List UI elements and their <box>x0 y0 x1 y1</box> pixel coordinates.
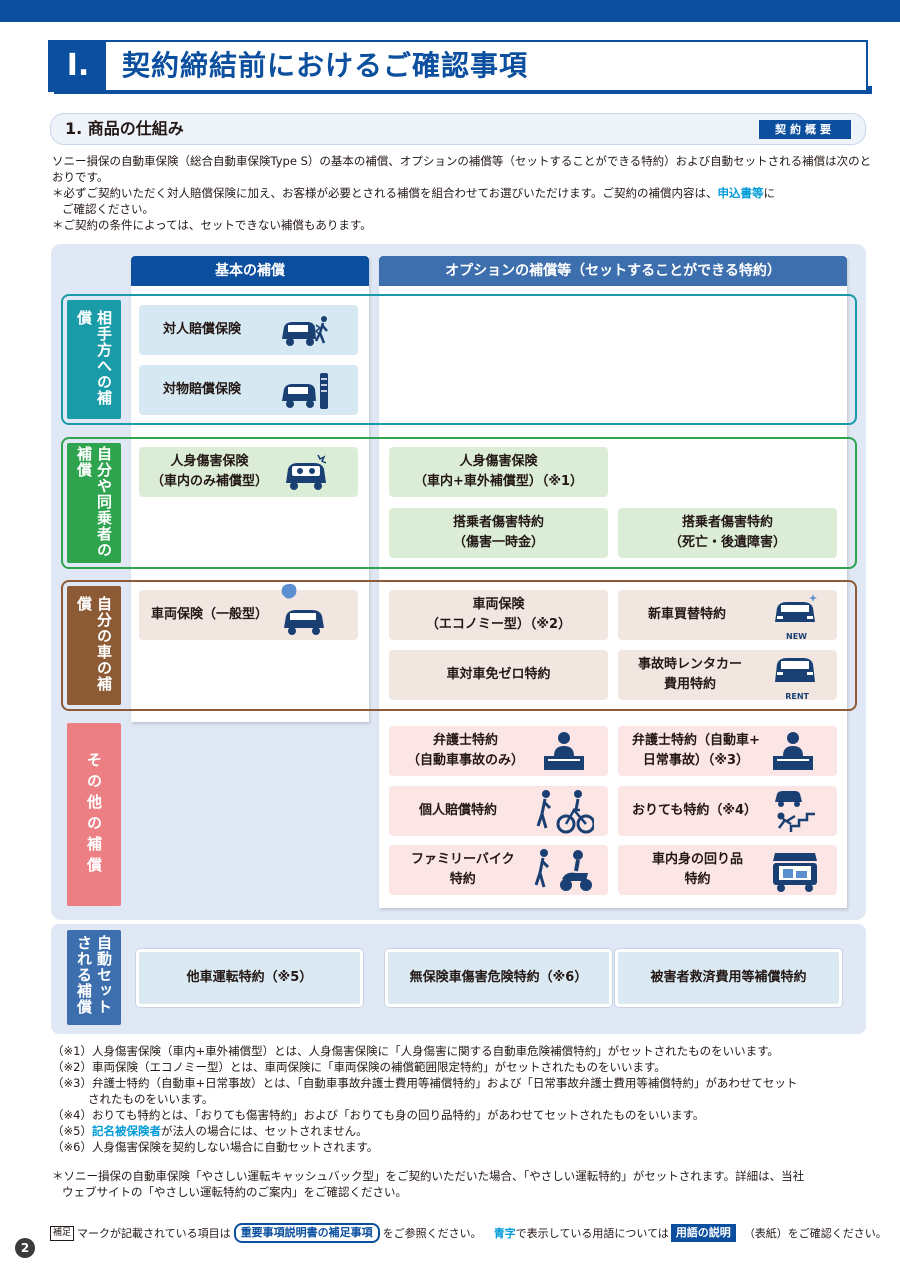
intro-line-4: ＊ご契約の条件によっては、セットできない補償もあります。 <box>52 218 372 232</box>
footnotes: （※1）人身傷害保険（車内+車外補償型）とは、人身傷害保険に「人身傷害に関する自… <box>52 1043 872 1155</box>
footnote-5: （※5）記名被保険者が法人の場合には、セットされません。 <box>52 1124 368 1138</box>
box-bengoshi-car: 弁護士特約 （自動車事故のみ） <box>389 726 608 776</box>
intro-text: ソニー損保の自動車保険（総合自動車保険Type S）の基本の補償、オプションの補… <box>52 153 872 233</box>
section-number: I. <box>50 42 106 90</box>
page-number: 2 <box>15 1238 35 1258</box>
footnote-4: （※4）おりても特約とは、「おりても傷害特約」および「おりても身の回り品特約」が… <box>52 1108 705 1122</box>
section-title: I. 契約締結前におけるご確認事項 <box>48 40 868 92</box>
kimei-hihokensha-link[interactable]: 記名被保険者 <box>91 1124 161 1138</box>
rent-car-icon <box>775 658 815 682</box>
lawyer-icon <box>544 732 584 770</box>
top-bar <box>0 0 900 22</box>
box-bengoshi-all: 弁護士特約（自動車+ 日常事故）（※3） <box>618 726 837 776</box>
box-shanai: 車内身の回り品 特約 <box>618 845 837 895</box>
box-oritemo: おりても特約（※4） <box>618 786 837 836</box>
box-tojo-death: 搭乗者傷害特約 （死亡・後遺障害） <box>618 508 837 558</box>
box-menseki: 車対車免ゼロ特約 <box>389 650 608 700</box>
car-trunk-icon <box>773 853 817 892</box>
rent-label: RENT <box>785 692 809 701</box>
lawyer-icon-2 <box>773 732 813 770</box>
box-shinsha: 新車買替特約 NEW <box>618 590 837 641</box>
hosoku-jiko-ref[interactable]: 重要事項説明書の補足事項 <box>233 1223 380 1243</box>
label-other: その他の補償 <box>67 723 121 906</box>
intro-line-2: ＊必ずご契約いただく対人賠償保険に加え、お客様が必要とされる補償を組合わせてお選… <box>52 186 775 200</box>
label-car: 自分の車の補償 <box>67 586 121 705</box>
box-sharyo-general: 車両保険（一般型） <box>139 584 358 640</box>
intro-line-3: ご確認ください。 <box>62 202 154 216</box>
hosoku-mark: 補足 <box>50 1225 75 1241</box>
section-title-text: 契約締結前におけるご確認事項 <box>122 49 529 82</box>
group-third-party <box>61 294 857 425</box>
label-auto: 自動セットされる補償 <box>67 930 121 1025</box>
car-rock-icon <box>281 584 324 635</box>
subsection-title-text: 1. 商品の仕組み <box>65 119 184 138</box>
footnote-3: （※3）弁護士特約（自動車+日常事故）とは、「自動車事故弁護士費用等補償特約」お… <box>52 1076 798 1090</box>
yougo-setsumei-ref[interactable]: 用語の説明 <box>670 1224 736 1242</box>
yasashii-note-a: ＊ソニー損保の自動車保険「やさしい運転キャッシュバック型」をご契約いただいた場合… <box>52 1169 805 1183</box>
box-tasha: 他車運転特約（※5） <box>136 949 363 1007</box>
box-sharyo-eco: 車両保険 （エコノミー型）（※2） <box>389 590 608 640</box>
new-label: NEW <box>786 632 807 641</box>
footer: 補足 マークが記載されている項目は 重要事項説明書の補足事項 をご参照ください。… <box>50 1222 887 1244</box>
footnote-6: （※6）人身傷害保険を契約しない場合に自動セットされます。 <box>52 1140 379 1154</box>
footnote-2: （※2）車両保険（エコノミー型）とは、車両保険に「車両保険の補償範囲限定特約」が… <box>52 1060 666 1074</box>
group-self <box>61 437 857 569</box>
scooter-accident-icon <box>534 849 592 891</box>
group-car <box>61 580 857 711</box>
box-kojin: 個人賠償特約 <box>389 786 608 836</box>
box-taibutsu: 対物賠償保険 <box>139 365 358 415</box>
intro-line-1: ソニー損保の自動車保険（総合自動車保険Type S）の基本の補償、オプションの補… <box>52 154 872 184</box>
footnote-3-cont: されたものをいいます。 <box>88 1092 214 1106</box>
yasashii-note: ＊ソニー損保の自動車保険「やさしい運転キャッシュバック型」をご契約いただいた場合… <box>52 1168 872 1200</box>
subsection-title: 1. 商品の仕組み 契約概要 <box>50 113 866 145</box>
box-jinshin-in: 人身傷害保険 （車内のみ補償型） <box>139 447 358 497</box>
box-muhoken: 無保険車傷害危険特約（※6） <box>385 949 612 1007</box>
car-passengers-icon <box>286 454 327 490</box>
footnote-1: （※1）人身傷害保険（車内+車外補償型）とは、人身傷害保険に「人身傷害に関する自… <box>52 1044 779 1058</box>
aoji-label: 青字 <box>493 1227 516 1240</box>
label-third-party: 相手方への補償 <box>67 300 121 419</box>
moushikomisho-link[interactable]: 申込書等 <box>717 186 764 200</box>
label-self: 自分や同乗者の補償 <box>67 443 121 563</box>
option-column-header: オプションの補償等（セットすることができる特約） <box>379 256 847 286</box>
new-car-icon <box>775 594 817 622</box>
bicycle-accident-icon <box>536 790 594 834</box>
box-jinshin-all: 人身傷害保険 （車内+車外補償型）（※1） <box>389 447 608 497</box>
box-rentacar: 事故時レンタカー 費用特約 RENT <box>618 650 837 701</box>
box-taijin: 対人賠償保険 <box>139 305 358 355</box>
car-pole-icon <box>282 373 328 409</box>
yasashii-note-b: ウェブサイトの「やさしい運転特約のご案内」をご確認ください。 <box>62 1185 407 1199</box>
box-family-bike: ファミリーバイク 特約 <box>389 845 608 895</box>
falling-stairs-icon <box>775 791 815 832</box>
box-tojo-once: 搭乗者傷害特約 （傷害一時金） <box>389 508 608 558</box>
basic-column-header: 基本の補償 <box>131 256 369 286</box>
box-higaisha: 被害者救済費用等補償特約 <box>615 949 842 1007</box>
car-person-icon <box>282 316 328 346</box>
keiyaku-gaiyo-badge: 契約概要 <box>759 120 851 139</box>
